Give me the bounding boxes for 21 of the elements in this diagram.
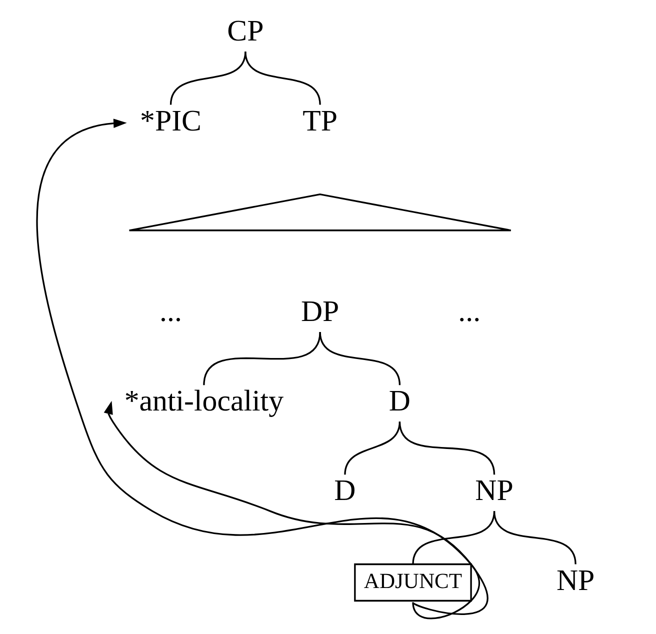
connector xyxy=(202,332,320,386)
node-text: ... xyxy=(458,295,480,328)
connector xyxy=(344,421,400,475)
node-text: CP xyxy=(226,14,264,48)
node-text: TP xyxy=(302,104,338,138)
node-text: *anti-locality xyxy=(124,384,284,418)
node-text: ... xyxy=(159,295,182,328)
node-text: DP xyxy=(300,295,339,328)
node-text: NP xyxy=(474,474,513,508)
arrow xyxy=(103,400,488,615)
arrow xyxy=(36,118,480,620)
node-text: NP xyxy=(556,564,594,597)
connector xyxy=(398,421,495,475)
node-text: D xyxy=(334,474,356,508)
node-box: ADJUNCT xyxy=(354,563,472,602)
connector xyxy=(318,332,400,386)
node-text: *PIC xyxy=(140,104,201,138)
node-triangle xyxy=(128,193,512,232)
node-text: D xyxy=(388,384,410,418)
connector xyxy=(244,51,320,105)
connector xyxy=(492,511,576,564)
